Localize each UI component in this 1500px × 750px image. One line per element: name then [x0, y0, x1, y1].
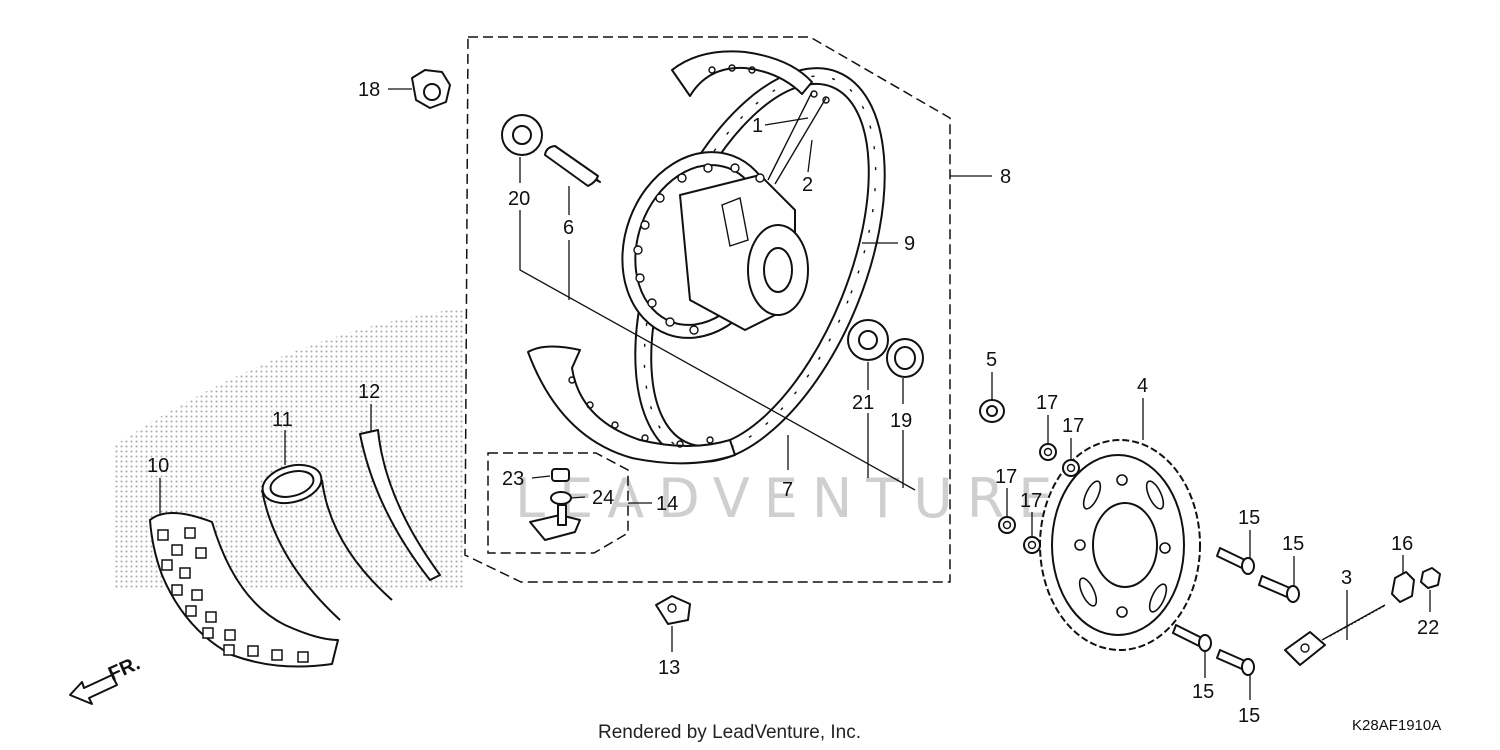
clip-part-13[interactable]	[655, 595, 691, 625]
callout-11: 11	[272, 409, 293, 431]
valve-nut-part-23[interactable]	[551, 468, 570, 482]
bearing-part-21[interactable]	[847, 319, 889, 361]
nut-part-16[interactable]	[1391, 571, 1415, 603]
tube-valve[interactable]	[529, 504, 581, 541]
callout-15-b: 15	[1282, 533, 1304, 555]
wheel-hub[interactable]	[597, 130, 809, 360]
callout-17-c: 17	[995, 466, 1017, 488]
diagram-code: K28AF1910A	[1352, 717, 1441, 734]
callout-16: 16	[1391, 533, 1413, 555]
callout-labels: 1 2 3 4 5 6 7 8 9 10 11 12 13 14 15 15 1…	[147, 79, 1439, 727]
nut-part-22[interactable]	[1420, 567, 1441, 589]
callout-13: 13	[658, 657, 680, 679]
front-direction-arrow: FR.	[69, 652, 143, 705]
callout-15-c: 15	[1192, 681, 1214, 703]
collar-part-6[interactable]	[544, 145, 601, 187]
callout-14: 14	[656, 493, 678, 515]
callout-12: 12	[358, 381, 380, 403]
callout-21: 21	[852, 392, 874, 414]
bolt-part-15-b[interactable]	[1258, 575, 1300, 603]
chain-adjuster-part-3[interactable]	[1284, 604, 1386, 666]
nut-part-17-b[interactable]	[1062, 459, 1080, 477]
callout-20: 20	[508, 188, 530, 210]
callout-22: 22	[1417, 617, 1439, 639]
callout-23: 23	[502, 468, 524, 490]
flange-nut-part-18[interactable]	[411, 69, 451, 109]
callout-2: 2	[802, 174, 813, 196]
tire-part-10[interactable]	[149, 511, 339, 668]
callout-1: 1	[752, 115, 763, 137]
watermark: LEADVENTURE	[515, 467, 1066, 530]
valve-group-boundary	[487, 452, 629, 554]
rim-band-part-12[interactable]	[359, 429, 441, 581]
callout-4: 4	[1137, 375, 1148, 397]
callout-24: 24	[592, 487, 614, 509]
sprocket-part-4[interactable]	[1039, 439, 1201, 651]
spokes	[767, 90, 830, 185]
nut-part-17-a[interactable]	[1039, 443, 1057, 461]
callout-6: 6	[563, 217, 574, 239]
rim-tape-lower	[527, 345, 736, 465]
callout-15-d: 15	[1238, 705, 1260, 727]
leader-lines	[159, 88, 1431, 700]
bolt-part-15-d[interactable]	[1216, 649, 1255, 676]
nut-part-17-d[interactable]	[1023, 536, 1041, 554]
nut-part-17-c[interactable]	[998, 516, 1016, 534]
callout-17-b: 17	[1062, 415, 1084, 437]
callout-19: 19	[890, 410, 912, 432]
callout-5: 5	[986, 349, 997, 371]
dust-seal-part-19[interactable]	[886, 338, 924, 378]
callout-8: 8	[1000, 166, 1011, 188]
callout-10: 10	[147, 455, 169, 477]
wheel-assembly-boundary	[464, 36, 951, 583]
callout-18: 18	[358, 79, 380, 101]
callout-3: 3	[1341, 567, 1352, 589]
tube-part-11[interactable]	[258, 459, 393, 621]
callout-17-d: 17	[1020, 490, 1042, 512]
bolt-part-15-c[interactable]	[1172, 624, 1212, 652]
front-arrow-label: FR.	[105, 652, 143, 685]
callout-15-a: 15	[1238, 507, 1260, 529]
collar-part-5[interactable]	[979, 399, 1005, 423]
bearing-part-20[interactable]	[501, 114, 543, 156]
footer-credit: Rendered by LeadVenture, Inc.	[598, 722, 861, 743]
callout-7: 7	[782, 479, 793, 501]
callout-17-a: 17	[1036, 392, 1058, 414]
callout-9: 9	[904, 233, 915, 255]
bolt-part-15-a[interactable]	[1216, 547, 1255, 575]
rim-tape-upper	[671, 50, 813, 97]
washer-part-24[interactable]	[550, 491, 572, 505]
